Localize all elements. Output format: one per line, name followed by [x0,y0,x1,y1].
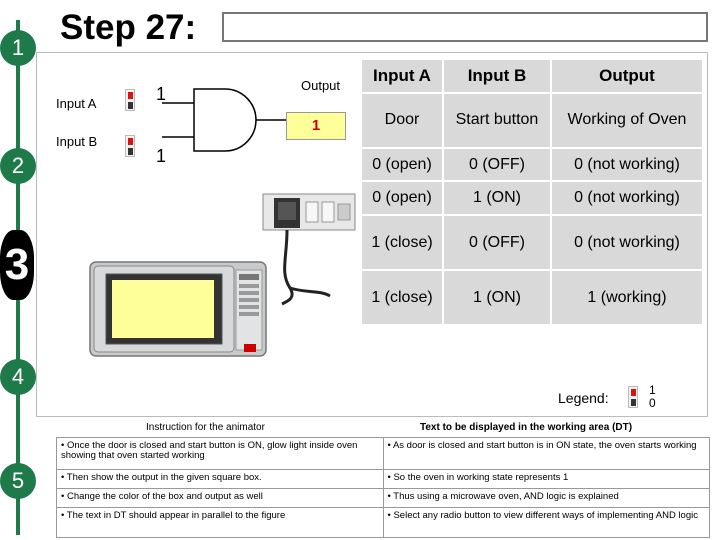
output-box: 1 [286,112,346,140]
table-cell: 1 (ON) [441,180,552,217]
subheader-door: Door [360,91,444,149]
table-cell: 0 (open) [360,146,444,183]
input-b-value: 1 [156,146,167,166]
input-b-switch[interactable] [125,135,135,157]
header-output: Output [549,58,705,94]
table-cell: 1 (close) [360,269,444,326]
instructions-table: • Once the door is closed and start butt… [56,437,710,538]
dt-text-header: Text to be displayed in the working area… [420,422,633,433]
instruction-cell: • Then show the output in the given squa… [56,469,384,489]
dt-cell: • So the oven in working state represent… [382,469,710,489]
title-text-box [222,12,708,42]
table-cell: 0 (not working) [549,214,705,272]
microwave-oven-icon [89,261,267,357]
animator-instructions-header: Instruction for the animator [146,422,265,433]
legend-label: Legend: [558,390,609,406]
input-a-label: Input A [56,96,97,111]
dt-cell: • Select any radio button to view differ… [382,507,710,538]
legend-one: 1 [649,383,656,397]
table-cell: 1 (close) [360,214,444,272]
table-cell: 1 (ON) [441,269,552,326]
step-badge-3: 3 [0,230,34,300]
output-label: Output [301,78,341,93]
legend-zero: 0 [649,396,656,410]
instruction-cell: • Change the color of the box and output… [56,488,384,508]
table-cell: 0 (OFF) [441,214,552,272]
instruction-cell: • Once the door is closed and start butt… [56,437,384,470]
dt-cell: • As door is closed and start button is … [382,437,710,470]
table-cell: 0 (not working) [549,146,705,183]
input-a-value: 1 [156,84,167,104]
header-input-a: Input A [360,58,444,94]
step-badge-4: 4 [0,359,36,395]
step-badge-2: 2 [0,148,36,184]
table-cell: 0 (not working) [549,180,705,217]
table-cell: 0 (OFF) [441,146,552,183]
header-input-b: Input B [441,58,552,94]
step-badge-5: 5 [0,463,36,499]
input-a-switch[interactable] [125,89,135,111]
instruction-cell: • The text in DT should appear in parall… [56,507,384,538]
input-b-label: Input B [56,134,98,149]
dt-cell: • Thus using a microwave oven, AND logic… [382,488,710,508]
step-badge-1: 1 [0,30,36,66]
page-title: Step 27: [60,8,197,47]
legend-values: 1 0 [649,384,656,410]
truth-table: Input A Input B Output Door Start button… [360,58,705,326]
power-adapter-socket-icon [262,193,356,306]
table-cell: 0 (open) [360,180,444,217]
and-gate-icon [162,88,286,152]
subheader-start-button: Start button [441,91,552,149]
legend-switch-icon [628,386,638,408]
table-cell: 1 (working) [549,269,705,326]
subheader-working: Working of Oven [549,91,705,149]
